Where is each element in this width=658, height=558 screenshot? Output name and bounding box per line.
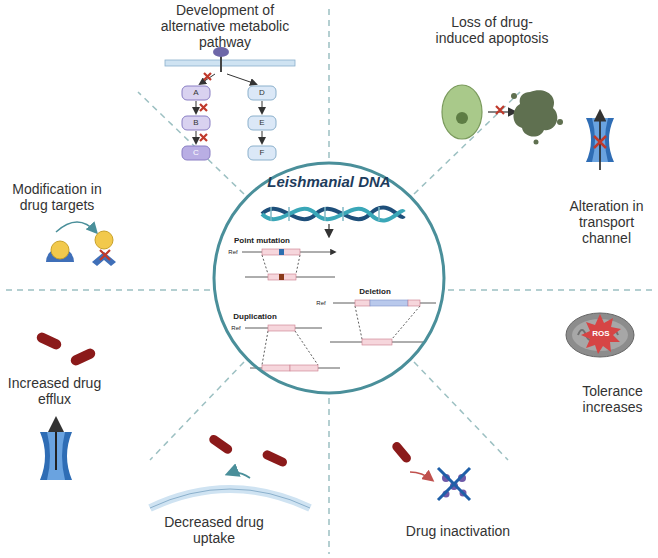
mechanism-label: Tolerance increases: [570, 383, 655, 415]
ros-label: ROS: [586, 329, 616, 338]
pathway-step: B: [186, 118, 206, 127]
mutation-label: Point mutation: [222, 236, 302, 245]
ref-label: Ref: [311, 300, 331, 307]
mechanism-label: Loss of drug-induced apoptosis: [427, 14, 557, 46]
mechanism-label: Development of alternative metabolic pat…: [150, 2, 300, 50]
pathway-step: A: [186, 88, 206, 97]
circle-outline: [212, 161, 446, 395]
mechanism-label: Drug inactivation: [383, 523, 533, 539]
mechanism-label: Increased drug efflux: [2, 375, 107, 407]
dna-circle: Leishmanial DNA: [212, 161, 446, 395]
mutation-label: Deletion: [345, 287, 405, 296]
pathway-step: C: [186, 148, 206, 157]
pathway-step: F: [252, 148, 272, 157]
mutation-label: Duplication: [225, 312, 285, 321]
mechanism-label: Decreased drug uptake: [164, 514, 264, 546]
pathway-step: D: [252, 88, 272, 97]
circle-title: Leishmanial DNA: [212, 173, 446, 190]
pathway-step: E: [252, 118, 272, 127]
ref-label: Ref: [226, 325, 246, 332]
mechanism-label: Modification in drug targets: [2, 181, 112, 213]
ref-label: Ref: [223, 249, 243, 256]
mechanism-label: Alteration in transport channel: [559, 198, 654, 246]
